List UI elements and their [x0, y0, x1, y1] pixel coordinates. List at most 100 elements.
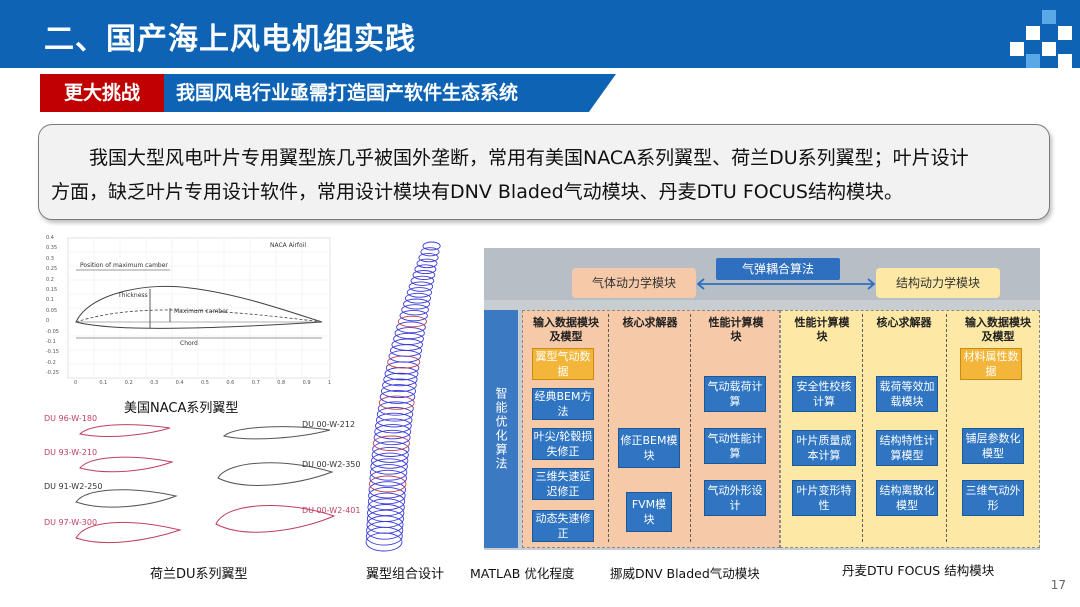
- du-label-3: DU 91-W2-250: [44, 482, 103, 491]
- naca-y-tick: -0.2: [46, 359, 56, 366]
- blade-section-ring: [420, 247, 440, 257]
- naca-x-tick: 0.1: [99, 380, 108, 386]
- blade-section-ring: [369, 469, 407, 487]
- blade-section-ring: [380, 384, 417, 399]
- blade-section-ring: [401, 304, 429, 316]
- solver-cell: 载荷等效加载模块: [876, 376, 938, 412]
- naca-y-tick: 0.2: [46, 276, 54, 283]
- blade-section-ring: [382, 378, 417, 393]
- blade-caption: 翼型组合设计: [366, 567, 445, 582]
- perf-cell: 叶片质量成本计算: [792, 430, 856, 466]
- input-cell: 动态失速修正: [532, 510, 594, 542]
- naca-x-tick: 0.4: [175, 380, 184, 386]
- du-label-6: DU 00-W2-350: [302, 460, 361, 469]
- naca-x-tick: 0.2: [124, 380, 133, 386]
- challenge-tag: 更大挑战: [40, 74, 164, 112]
- blade-section-ring: [422, 241, 441, 251]
- thickness-label: Thickness: [118, 292, 148, 299]
- blade-section-ring: [412, 270, 436, 280]
- blade-section-ring: [373, 429, 411, 446]
- blade-section-ring: [367, 492, 406, 511]
- header-input-right: 输入数据模块及模型: [965, 316, 1031, 343]
- blade-section-ring: [371, 452, 409, 469]
- blade-section-ring: [367, 498, 405, 517]
- blade-section-ring: [368, 481, 407, 499]
- perf-cell: 叶片变形特性: [792, 480, 856, 516]
- blade-section-ring: [366, 509, 404, 528]
- blade-section-ring: [377, 401, 414, 416]
- pos-max-camber-label: Position of maximum camber: [80, 262, 168, 269]
- naca-x-tick: 0.7: [251, 380, 260, 386]
- blade-section-ring: [408, 281, 434, 292]
- blade-section-ring: [391, 338, 423, 351]
- naca-x-tick: 0.5: [201, 380, 209, 386]
- naca-x-tick: 0.8: [277, 380, 286, 386]
- naca-x-tick: 1: [328, 380, 332, 386]
- blade-section-ring: [396, 321, 426, 334]
- page-number: 17: [1050, 578, 1066, 592]
- naca-airfoil-figure: NACA Airfoil Position of maximum camber …: [40, 232, 340, 390]
- naca-y-tick: 0.15: [46, 287, 58, 293]
- naca-plot-title: NACA Airfoil: [270, 242, 307, 249]
- naca-y-tick: 0.3: [46, 255, 54, 262]
- blade-section-ring: [375, 418, 412, 434]
- blade-section-ring: [384, 367, 419, 381]
- du-caption: 荷兰DU系列翼型: [150, 567, 248, 582]
- divider-line: [690, 314, 691, 542]
- perf-cell: 气动外形设计: [704, 480, 766, 516]
- input-cell: 叶尖/轮毂损失修正: [532, 428, 594, 460]
- du-airfoil-shapes: [75, 424, 336, 544]
- blade-section-ring: [403, 298, 430, 310]
- matlab-caption: MATLAB 优化程度: [470, 566, 575, 581]
- blade-section-ring: [404, 292, 432, 304]
- naca-y-tick: -0.25: [46, 370, 59, 377]
- blade-section-ring: [397, 315, 427, 328]
- naca-y-tick: 0.1: [46, 297, 54, 304]
- input-cell: 经典BEM方法: [532, 388, 594, 420]
- blade-section-ring: [369, 464, 408, 481]
- header-perf-left: 性能计算模块: [708, 316, 764, 343]
- dnv-caption: 挪威DNV Bladed气动模块: [610, 566, 760, 581]
- du-airfoil-figure: DU 96-W-180 DU 93-W-210 DU 91-W2-250 DU …: [40, 412, 360, 552]
- naca-x-tick: 0.6: [226, 380, 235, 386]
- design-flow-diagram: 气体动力学模块 气弹耦合算法 结构动力学模块 智能优化算法 输入数据模块及模型 …: [484, 248, 1040, 550]
- intro-line-1: 我国大型风电叶片专用翼型族几乎被国外垄断，常用有美国NACA系列翼型、荷兰DU系…: [89, 147, 969, 169]
- blade-section-ring: [414, 264, 437, 275]
- intro-textbox: 我国大型风电叶片专用翼型族几乎被国外垄断，常用有美国NACA系列翼型、荷兰DU系…: [38, 124, 1050, 220]
- blade-section-ring: [393, 332, 424, 345]
- naca-y-tick: 0.4: [46, 235, 54, 241]
- solver-cell: 修正BEM模块: [618, 428, 680, 468]
- divider-line: [946, 314, 947, 542]
- slide-title: 二、国产海上风电机组实践: [44, 22, 416, 57]
- naca-y-tick: 0.25: [46, 266, 58, 273]
- section-subtitle: 我国风电行业亟需打造国产软件生态系统: [164, 74, 616, 112]
- header-perf-right: 性能计算模块: [794, 316, 850, 343]
- blade-section-ring: [378, 395, 415, 410]
- perf-cell: 气动性能计算: [704, 428, 766, 464]
- blade-section-ring: [399, 309, 428, 322]
- naca-x-tick: 0.9: [302, 380, 311, 386]
- blade-section-ring: [394, 327, 425, 340]
- naca-y-tick: 0: [46, 318, 50, 325]
- naca-y-tick: -0.05: [46, 328, 59, 335]
- input-cell: 翼型气动数据: [532, 348, 594, 380]
- blade-section-ring: [371, 446, 409, 463]
- naca-y-tick: -0.15: [46, 349, 59, 356]
- divider-line: [862, 314, 863, 542]
- header-solver-left: 核心求解器: [622, 316, 678, 329]
- blade-section-ring: [375, 412, 413, 428]
- blade-section-ring: [418, 252, 439, 263]
- du-label-7: DU 00-W2-401: [302, 506, 361, 515]
- blade-section-ring: [383, 372, 418, 387]
- blade-section-ring: [367, 504, 405, 522]
- solver-cell: FVM模块: [626, 492, 672, 532]
- dtu-caption: 丹麦DTU FOCUS 结构模块: [842, 563, 995, 578]
- aero-module: 气体动力学模块: [572, 268, 696, 298]
- naca-x-tick: 0.3: [150, 380, 159, 386]
- input-cell: 三维气动外形: [962, 480, 1024, 516]
- naca-y-tick: -0.1: [46, 339, 56, 345]
- header-input-left: 输入数据模块及模型: [533, 316, 599, 343]
- blade-section-ring: [372, 441, 410, 457]
- du-label-2: DU 93-W-210: [44, 448, 98, 457]
- input-cell: 铺层参数化模型: [962, 428, 1024, 464]
